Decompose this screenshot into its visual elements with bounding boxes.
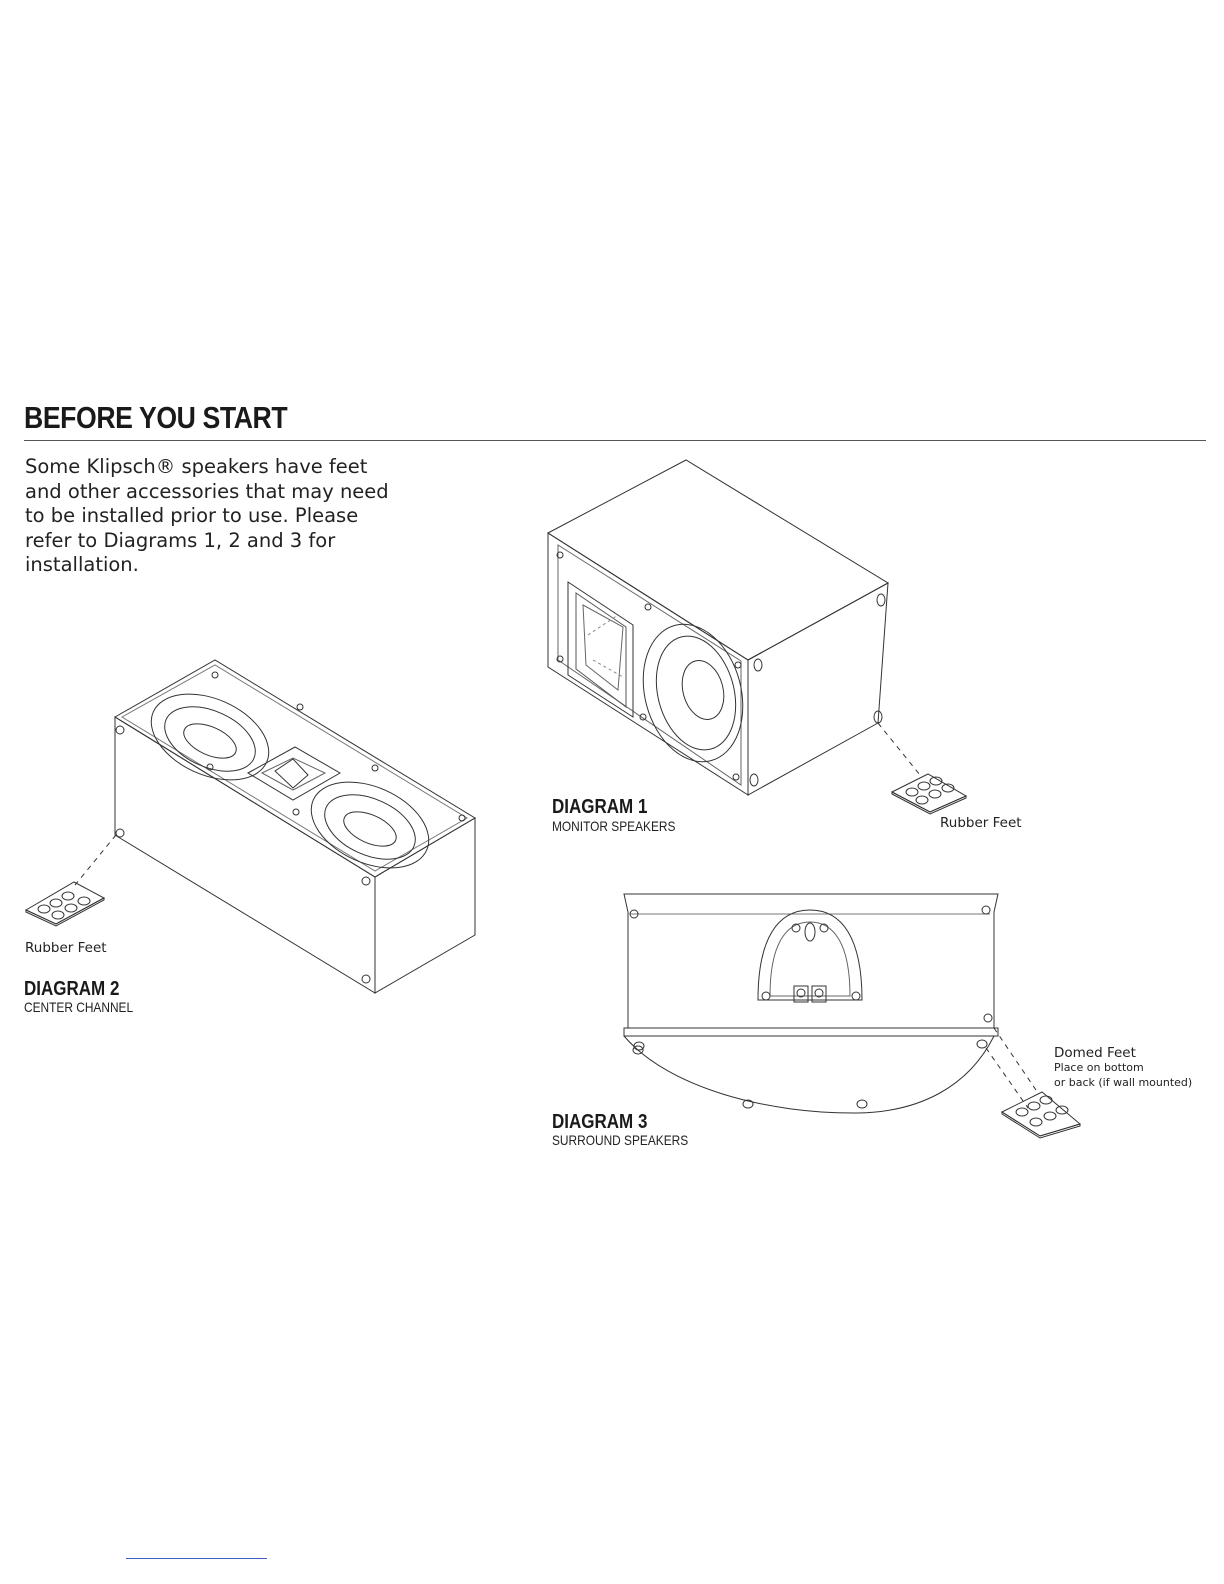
diagram3-feet-label: Domed Feet bbox=[1054, 1045, 1136, 1061]
diagram2-subtitle: CENTER CHANNEL bbox=[24, 999, 134, 1015]
domed-feet-sheet-icon bbox=[1000, 1090, 1082, 1138]
diagram3-title: DIAGRAM 3 bbox=[552, 1111, 648, 1133]
footer-rule bbox=[126, 1558, 267, 1559]
diagram3-subtitle: SURROUND SPEAKERS bbox=[552, 1132, 689, 1148]
diagram1-title: DIAGRAM 1 bbox=[552, 796, 648, 818]
rubber-feet-sheet-icon bbox=[24, 880, 106, 926]
center-channel-illustration bbox=[20, 655, 490, 1000]
diagram2-feet-label: Rubber Feet bbox=[25, 940, 107, 956]
page-heading: BEFORE YOU START bbox=[24, 400, 288, 435]
surround-speaker-illustration bbox=[618, 888, 1008, 1120]
monitor-speaker-illustration bbox=[538, 455, 898, 800]
heading-rule bbox=[24, 440, 1206, 441]
diagram1-subtitle: MONITOR SPEAKERS bbox=[552, 818, 676, 834]
diagram1-feet-label: Rubber Feet bbox=[940, 815, 1022, 831]
rubber-feet-sheet-icon bbox=[890, 772, 968, 814]
diagram3-note-line2: or back (if wall mounted) bbox=[1054, 1076, 1193, 1089]
diagram2-title: DIAGRAM 2 bbox=[24, 978, 120, 1000]
diagram3-note-line1: Place on bottom bbox=[1054, 1061, 1144, 1074]
intro-text: Some Klipsch® speakers have feet and oth… bbox=[25, 455, 389, 576]
